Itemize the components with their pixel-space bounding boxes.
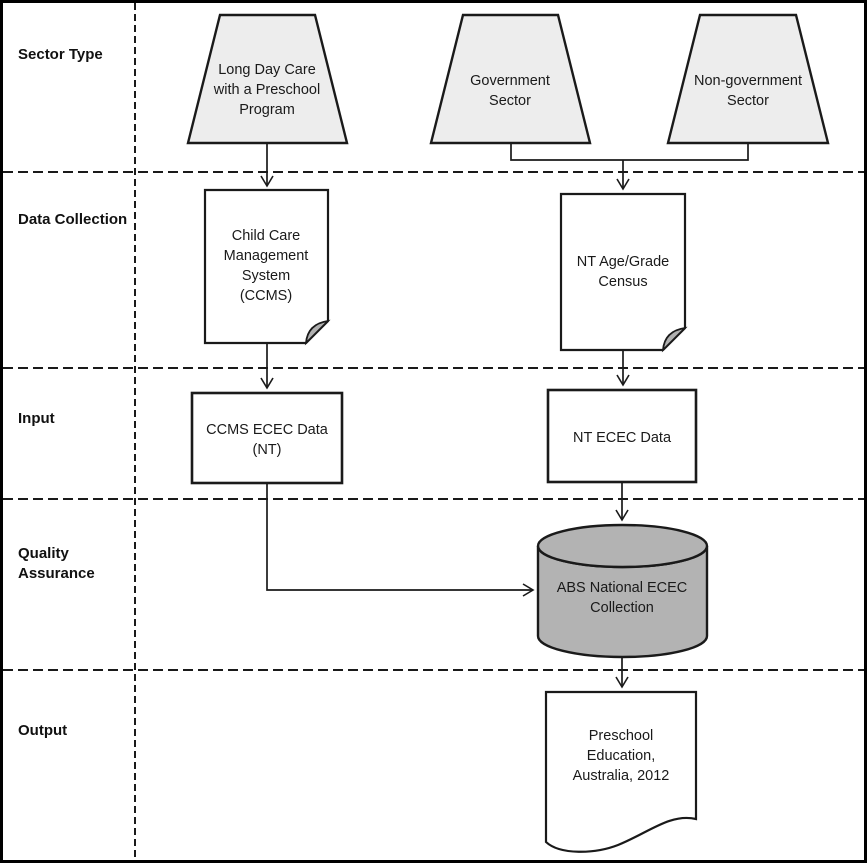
label-abs-collection: ABS National ECEC Collection bbox=[556, 580, 688, 616]
trapezoid-long-day-care bbox=[186, 13, 349, 145]
process-nt-ecec-data bbox=[546, 388, 698, 484]
document-ccms-fold bbox=[304, 319, 331, 346]
process-ccms-ecec-data bbox=[190, 391, 344, 485]
label-output-publication: Preschool Education, Australia, 2012 bbox=[572, 728, 670, 784]
label-non-government-sector: Non-government Sector bbox=[694, 73, 802, 109]
row-label-quality-assurance: Quality Assurance bbox=[18, 545, 95, 582]
row-label-output: Output bbox=[18, 722, 68, 739]
row-label-data-collection: Data Collection bbox=[18, 211, 128, 228]
label-government-sector: Government Sector bbox=[470, 73, 550, 109]
label-long-day-care: Long Day Care with a Preschool Program bbox=[213, 62, 321, 118]
cylinder-abs-collection-top bbox=[536, 523, 709, 569]
trapezoid-government-sector bbox=[429, 13, 592, 145]
row-label-sector-type: Sector Type bbox=[18, 46, 103, 63]
label-ccms-ecec-data: CCMS ECEC Data (NT) bbox=[206, 422, 328, 458]
label-nt-census: NT Age/Grade Census bbox=[576, 254, 670, 290]
connector-sectors-merge bbox=[510, 143, 749, 161]
arrow-ccmsdata-to-collection bbox=[266, 483, 535, 597]
document-nt-census-fold bbox=[661, 326, 688, 353]
row-label-input: Input bbox=[18, 410, 55, 427]
trapezoid-non-government-sector bbox=[666, 13, 830, 145]
label-ccms: Child Care Management System (CCMS) bbox=[223, 228, 309, 304]
document-output-publication bbox=[544, 690, 698, 853]
label-nt-ecec-data: NT ECEC Data bbox=[572, 430, 672, 446]
